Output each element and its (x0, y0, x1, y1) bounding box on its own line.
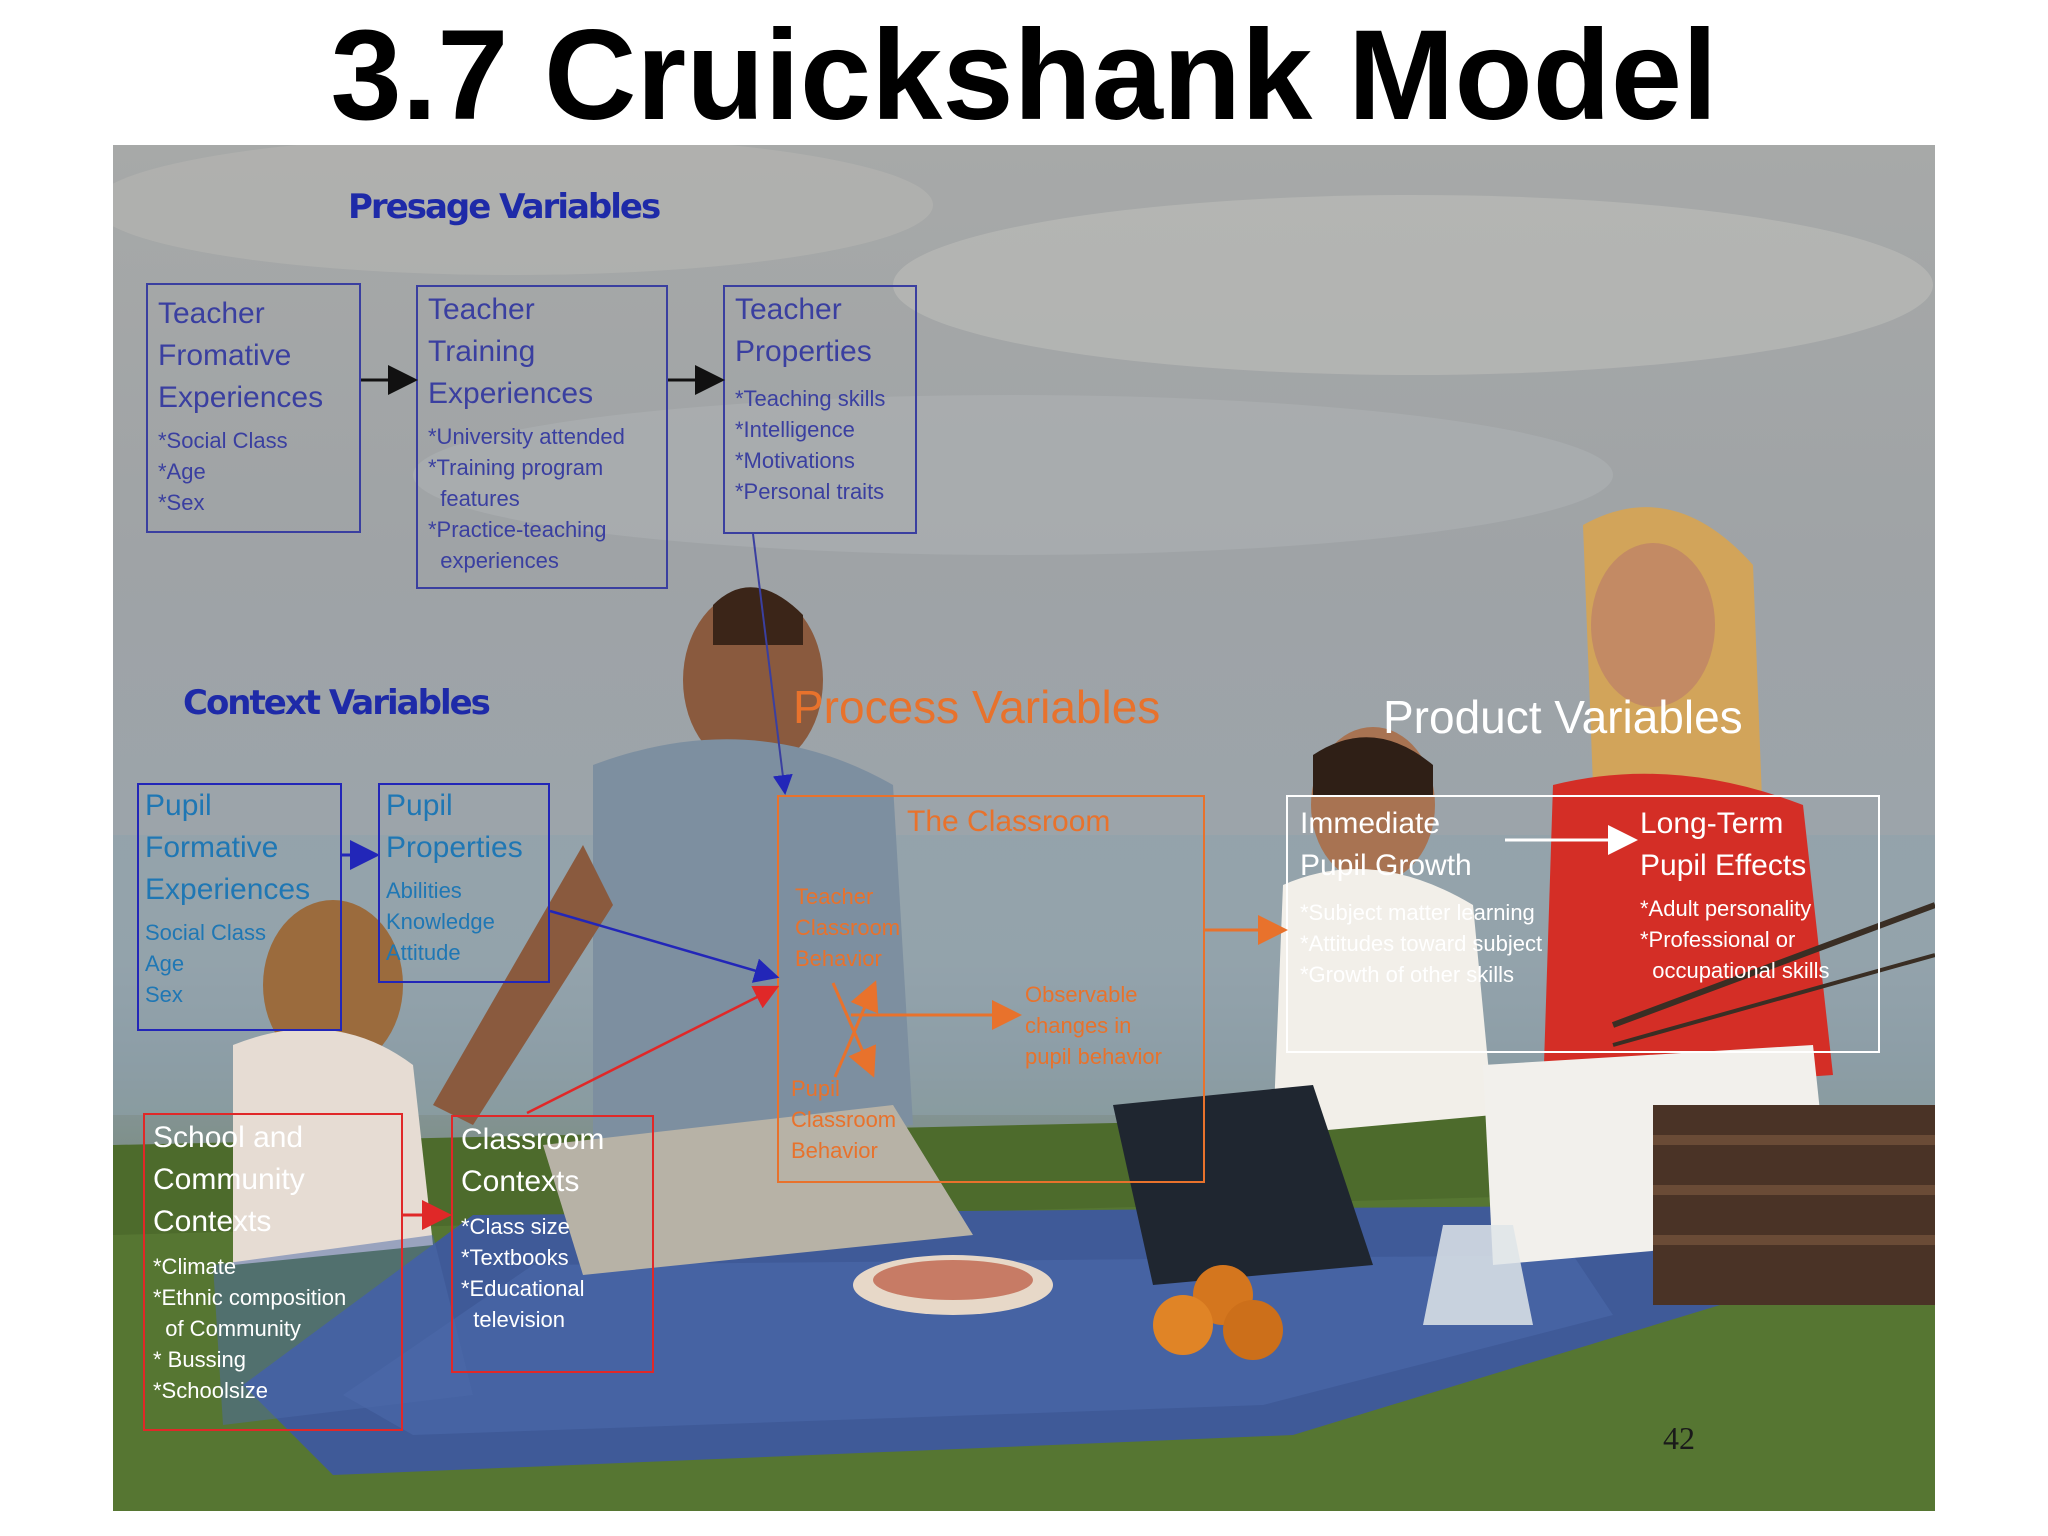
pupil-behavior: Pupil Classroom Behavior (791, 1073, 896, 1166)
label-line: Pupil (791, 1076, 840, 1101)
box-heading: Experiences (428, 377, 594, 410)
list-item: television (461, 1307, 565, 1332)
list-item: Age (145, 951, 185, 976)
list-item: * Bussing (153, 1347, 246, 1372)
slide-title: 3.7 Cruickshank Model (330, 4, 1718, 147)
box-heading: Contexts (461, 1165, 580, 1198)
list-item: *Educational (461, 1276, 585, 1301)
list-item: *Teaching skills (735, 386, 886, 411)
box-heading: Teacher (428, 293, 535, 326)
list-item: *Adult personality (1640, 896, 1812, 921)
box-heading: Properties (735, 335, 872, 368)
list-item: of Community (153, 1316, 301, 1341)
product-box: Immediate Pupil Growth *Subject matter l… (1286, 795, 1880, 1053)
list-item: Social Class (145, 920, 267, 945)
box-heading: School and (153, 1121, 304, 1154)
list-item: *Intelligence (735, 417, 855, 442)
label-line: Classroom (795, 915, 901, 940)
list-item: *Textbooks (461, 1245, 569, 1270)
box-heading: Teacher (158, 297, 265, 330)
arrow-pupil-to-teacher (833, 980, 879, 1078)
school-community-box: School and Community Contexts *Climate *… (143, 1113, 403, 1431)
list-item: *Growth of other skills (1300, 962, 1514, 987)
box-heading: Properties (386, 831, 523, 864)
context-variables-label: Context Variables (183, 683, 491, 723)
list-item: *University attended (428, 424, 625, 449)
list-item: *Age (158, 459, 206, 484)
classroom-process-box: The Classroom Teacher Classroom Behavior… (777, 795, 1205, 1183)
list-item: Sex (145, 982, 183, 1007)
teacher-training-box: Teacher Training Experiences *University… (416, 285, 668, 589)
process-variables-label: Process Variables (793, 681, 1161, 733)
list-item: *Class size (461, 1214, 570, 1239)
observable-changes: Observable changes in pupil behavior (1025, 979, 1162, 1072)
box-heading: Pupil Effects (1640, 849, 1807, 882)
product-variables-label: Product Variables (1383, 691, 1743, 743)
list-item: *Subject matter learning (1300, 900, 1535, 925)
label-line: Behavior (795, 946, 882, 971)
arrow-classroom-to-process (526, 985, 780, 1115)
list-item: *Sex (158, 490, 205, 515)
arrow-properties-to-process (752, 533, 793, 795)
label-line: Behavior (791, 1138, 878, 1163)
page-number: 42 (1663, 1420, 1695, 1456)
list-item: experiences (428, 548, 559, 573)
presage-variables-label: Presage Variables (348, 187, 661, 227)
immediate-growth: Immediate Pupil Growth *Subject matter l… (1300, 803, 1542, 990)
label-line: Teacher (795, 884, 874, 909)
list-item: *Schoolsize (153, 1378, 268, 1403)
list-item: features (428, 486, 520, 511)
box-heading: Pupil (145, 789, 212, 822)
list-item: Knowledge (386, 909, 495, 934)
list-item: Abilities (386, 878, 462, 903)
list-item: *Motivations (735, 448, 855, 473)
list-item: *Professional or (1640, 927, 1796, 952)
box-heading: Formative (145, 831, 279, 864)
box-heading: Immediate (1300, 807, 1441, 840)
box-heading: Pupil Growth (1300, 849, 1472, 882)
teacher-properties-box: Teacher Properties *Teaching skills *Int… (723, 285, 917, 534)
list-item: *Training program (428, 455, 604, 480)
box-heading: Contexts (153, 1205, 272, 1238)
list-item: occupational skills (1640, 958, 1830, 983)
list-item: *Personal traits (735, 479, 885, 504)
label-line: pupil behavior (1025, 1044, 1162, 1069)
teacher-formative-box: Teacher Fromative Experiences *Social Cl… (146, 283, 361, 533)
list-item: Attitude (386, 940, 461, 965)
box-heading: Teacher (735, 293, 842, 326)
box-heading: Training (428, 335, 536, 368)
label-line: changes in (1025, 1013, 1132, 1038)
box-heading: Classroom (461, 1123, 605, 1156)
connector-arrows (342, 365, 1638, 1230)
classroom-heading: The Classroom (907, 805, 1111, 838)
box-heading: Experiences (145, 873, 311, 906)
box-heading: Pupil (386, 789, 453, 822)
box-heading: Experiences (158, 381, 324, 414)
label-line: Classroom (791, 1107, 897, 1132)
classroom-contexts-box: Classroom Contexts *Class size *Textbook… (451, 1115, 654, 1373)
arrow-pupil-properties-to-process (549, 909, 780, 983)
list-item: *Climate (153, 1254, 237, 1279)
arrow-teacher-to-pupil (831, 982, 876, 1078)
list-item: *Social Class (158, 428, 288, 453)
pupil-properties-box: Pupil Properties Abilities Knowledge Att… (378, 783, 550, 983)
list-item: *Ethnic composition (153, 1285, 347, 1310)
teacher-behavior: Teacher Classroom Behavior (795, 881, 900, 974)
pupil-formative-box: Pupil Formative Experiences Social Class… (137, 783, 342, 1031)
box-heading: Community (153, 1163, 305, 1196)
label-line: Observable (1025, 982, 1138, 1007)
background-photo: Presage Variables Context Variables Proc… (113, 145, 1935, 1511)
box-heading: Fromative (158, 339, 292, 372)
longterm-effects: Long-Term Pupil Effects *Adult personali… (1640, 803, 1830, 986)
box-heading: Long-Term (1640, 807, 1784, 840)
list-item: *Practice-teaching (428, 517, 607, 542)
list-item: *Attitudes toward subject (1300, 931, 1543, 956)
